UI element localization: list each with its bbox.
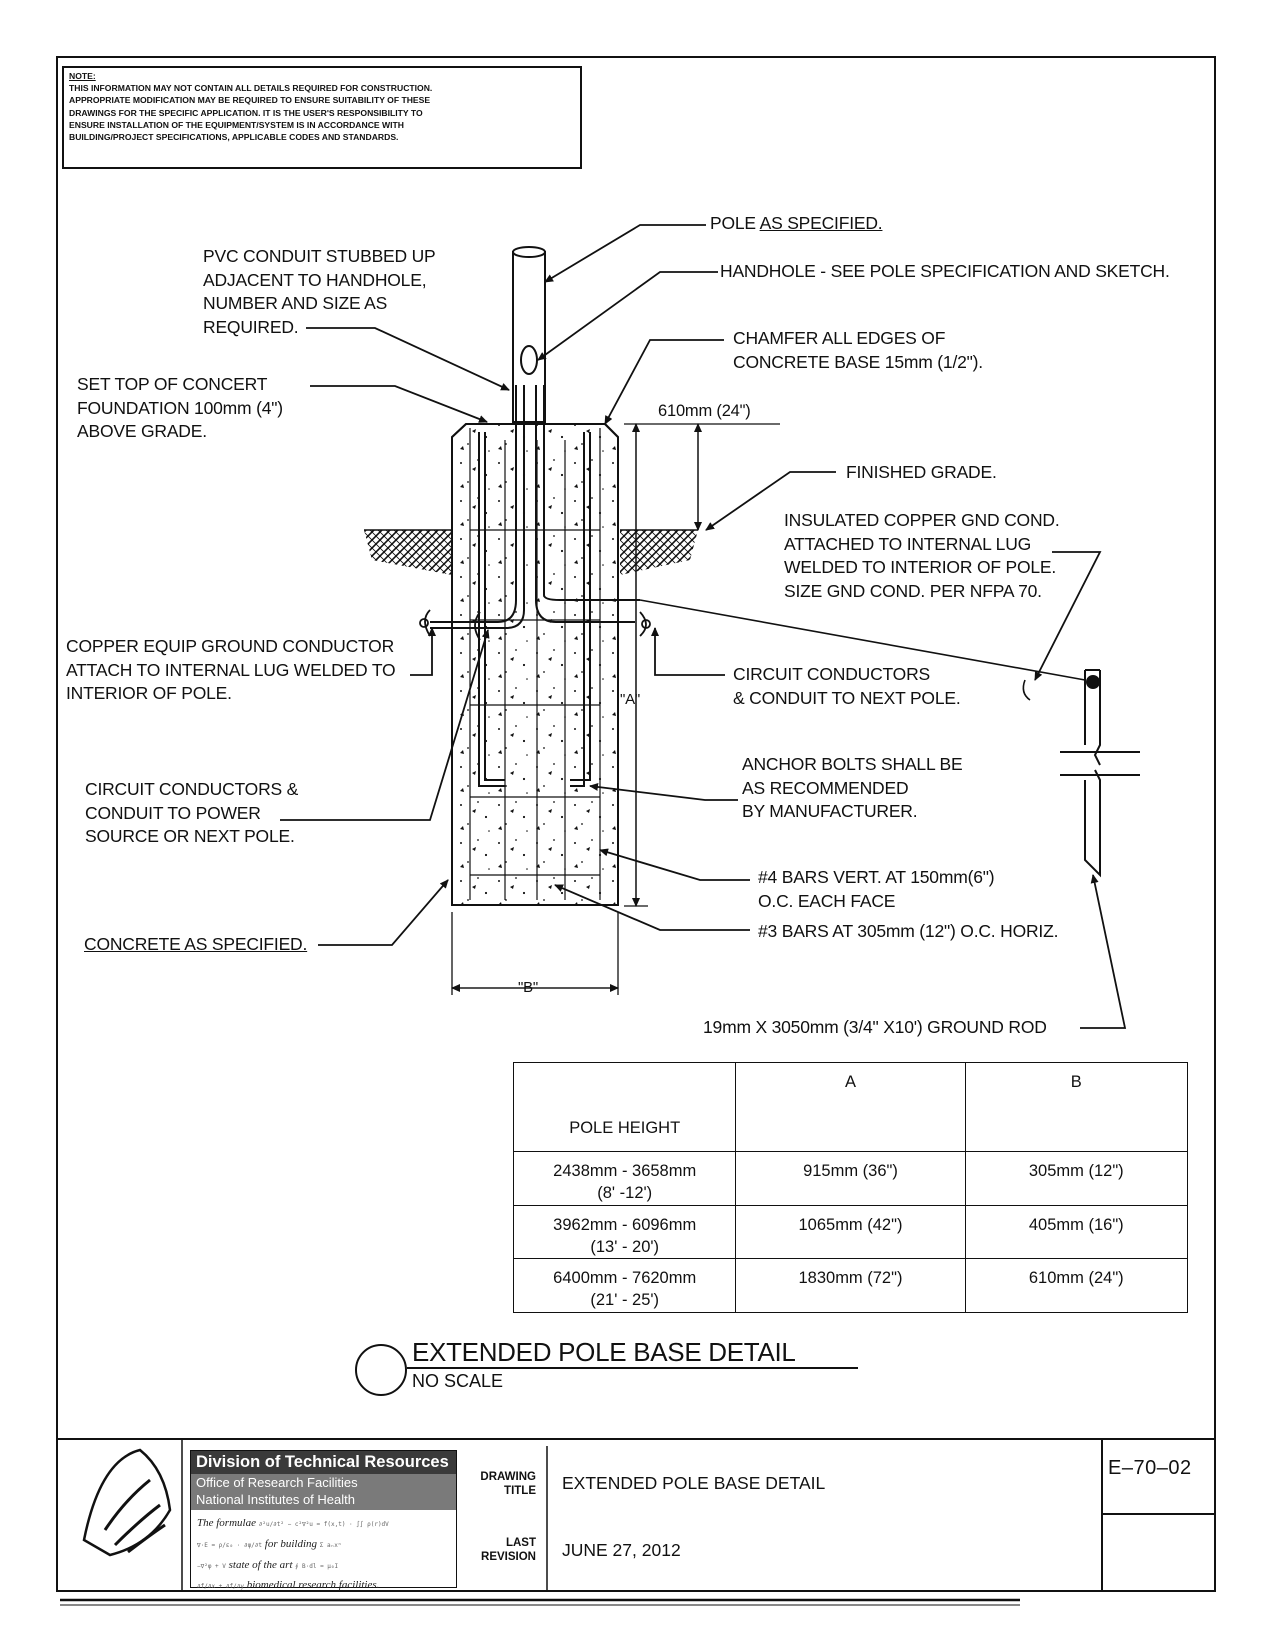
cell-b: 305mm (12") xyxy=(964,1151,1189,1206)
org-name: Division of Technical Resources xyxy=(191,1451,456,1474)
tagline-building: for building xyxy=(264,1537,318,1550)
table-row: 2438mm - 3658mm (8' -12') 915mm (36") 305… xyxy=(512,1151,1189,1206)
earth-grade-left xyxy=(364,529,452,575)
organization-block: Division of Technical Resources Office o… xyxy=(190,1450,457,1591)
pole-label-prefix: POLE xyxy=(710,213,760,233)
pvc-conduit-label: PVC CONDUIT STUBBED UP ADJACENT TO HANDH… xyxy=(203,246,436,337)
header-pole-height: POLE HEIGHT xyxy=(512,1062,737,1152)
pvc-conduits xyxy=(430,385,640,629)
disclaimer-note: NOTE: THIS INFORMATION MAY NOT CONTAIN A… xyxy=(62,66,582,169)
ground-rod xyxy=(1060,669,1140,878)
tagline-biomedical: biomedical research facilities. xyxy=(246,1579,380,1592)
cell-height: 2438mm - 3658mm (8' -12') xyxy=(512,1151,737,1206)
header-b: B xyxy=(964,1062,1189,1152)
pole-label: POLE AS SPECIFIED. xyxy=(710,212,883,236)
rebar-vertical-label: #4 BARS VERT. AT 150mm(6") O.C. EACH FAC… xyxy=(758,867,995,911)
handhole-label: HANDHOLE - SEE POLE SPECIFICATION AND SK… xyxy=(720,261,1170,281)
height-ft: (21' - 25') xyxy=(590,1291,660,1310)
detail-scale: NO SCALE xyxy=(412,1371,504,1391)
note-line: DRAWINGS FOR THE SPECIFIC APPLICATION. I… xyxy=(69,107,423,118)
cell-a: 1065mm (42") xyxy=(735,1204,966,1260)
table-header-row: POLE HEIGHT A B xyxy=(512,1062,1189,1152)
drawing-title: EXTENDED POLE BASE DETAIL xyxy=(562,1473,826,1493)
concrete-label: CONCRETE AS SPECIFIED. xyxy=(84,934,308,954)
cell-height: 3962mm - 6096mm (13' - 20') xyxy=(512,1204,737,1260)
table-row: 6400mm - 7620mm(21' - 25') 1830mm (72") … xyxy=(512,1258,1189,1313)
note-line: APPROPRIATE MODIFICATION MAY BE REQUIRED… xyxy=(69,95,431,106)
height-mm: 6400mm - 7620mm xyxy=(553,1269,697,1288)
cell-height: 6400mm - 7620mm (21' - 25') xyxy=(512,1258,737,1313)
title-block xyxy=(56,1438,1216,1594)
circuit-to-power-label: CIRCUIT CONDUCTORS & CONDUIT TO POWER SO… xyxy=(85,779,299,847)
conduit-elbow-caps xyxy=(419,609,651,641)
height-ft: (13' - 20') xyxy=(590,1237,660,1256)
ground-conductor xyxy=(639,599,1086,701)
table-row: 3962mm - 6096mm(13' - 20') 1065mm (42") … xyxy=(512,1204,1189,1260)
set-top-label: SET TOP OF CONCERT FOUNDATION 100mm (4")… xyxy=(77,374,283,442)
cell-b: 405mm (16") xyxy=(964,1204,1189,1260)
tagline-formulae: The formulae xyxy=(197,1516,256,1529)
dimension-a-label: "A" xyxy=(620,691,641,708)
anchor-bolts-label: ANCHOR BOLTS SHALL BE AS RECOMMENDED BY … xyxy=(742,754,963,822)
tagline-state: state of the art xyxy=(228,1558,293,1571)
org-sub-nih: National Institutes of Health xyxy=(196,1491,355,1507)
circuit-to-next-pole-label: CIRCUIT CONDUCTORS & CONDUIT TO NEXT POL… xyxy=(733,664,961,708)
header-a: A xyxy=(735,1062,966,1152)
dimension-610-label: 610mm (24") xyxy=(658,402,751,420)
last-revision-date: JUNE 27, 2012 xyxy=(562,1540,681,1560)
note-line: BUILDING/PROJECT SPECIFICATIONS, APPLICA… xyxy=(69,132,399,143)
org-sub-office: Office of Research Facilities xyxy=(196,1475,358,1490)
cell-a: 915mm (36") xyxy=(735,1151,966,1206)
drawing-title-label: DRAWING TITLE xyxy=(480,1471,536,1498)
leader-lines xyxy=(280,224,1127,1029)
note-line: THIS INFORMATION MAY NOT CONTAIN ALL DET… xyxy=(69,83,433,94)
note-heading: NOTE: xyxy=(69,71,96,81)
finished-grade-label: FINISHED GRADE. xyxy=(846,462,997,482)
dimension-b-label: "B" xyxy=(518,979,539,996)
ground-rod-label: 19mm X 3050mm (3/4" X10') GROUND ROD xyxy=(703,1017,1047,1037)
note-line: ENSURE INSTALLATION OF THE EQUIPMENT/SYS… xyxy=(69,119,404,130)
detail-bubble xyxy=(355,1344,407,1396)
dimension-610 xyxy=(624,423,780,907)
pole-label-spec: AS SPECIFIED. xyxy=(759,213,883,233)
detail-title: EXTENDED POLE BASE DETAIL xyxy=(412,1337,796,1367)
cell-a: 1830mm (72") xyxy=(735,1258,966,1313)
height-mm: 2438mm - 3658mm xyxy=(553,1162,697,1180)
drawing-border xyxy=(56,56,1216,1592)
earth-grade-right xyxy=(620,529,698,575)
rebar-horizontal-label: #3 BARS AT 305mm (12") O.C. HORIZ. xyxy=(758,921,1059,941)
org-tagline: The formulae ∂²u/∂t² − c²∇²u = f(x,t) · … xyxy=(197,1516,389,1592)
copper-equip-ground-label: COPPER EQUIP GROUND CONDUCTOR ATTACH TO … xyxy=(66,636,396,704)
pole xyxy=(512,246,546,423)
height-ft: (8' -12') xyxy=(597,1184,653,1203)
anchor-bolts xyxy=(478,432,591,787)
org-sub: Office of Research Facilities National I… xyxy=(191,1474,456,1510)
dimension-b xyxy=(451,912,619,995)
drawing-number: E–70–02 xyxy=(1108,1457,1192,1479)
insulated-ground-label: INSULATED COPPER GND COND. ATTACHED TO I… xyxy=(784,510,1060,601)
rebar-cage xyxy=(469,428,601,900)
chamfer-label: CHAMFER ALL EDGES OF CONCRETE BASE 15mm … xyxy=(733,328,983,372)
pole-dimension-table: POLE HEIGHT A B 2438mm - 3658mm (8' -12')… xyxy=(512,1062,1189,1313)
height-mm: 3962mm - 6096mm xyxy=(553,1215,697,1234)
last-revision-label: LAST REVISION xyxy=(481,1537,536,1564)
cell-b: 610mm (24") xyxy=(964,1258,1189,1313)
